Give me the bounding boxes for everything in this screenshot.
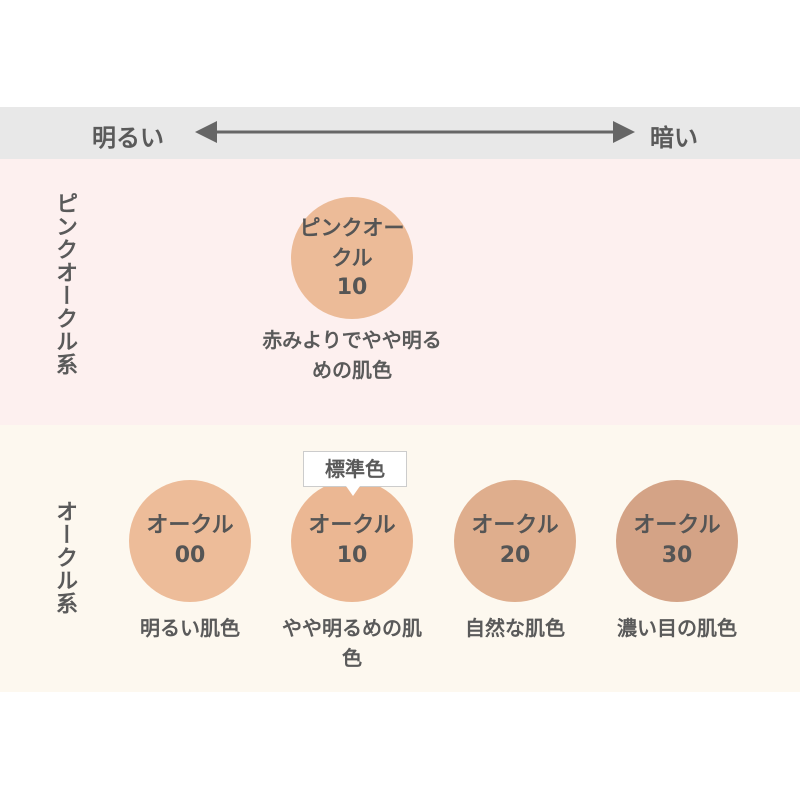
standard-color-badge: 標準色 [303, 451, 407, 496]
swatch-number: 10 [336, 543, 368, 568]
swatch-desc: 赤みよりでやや明るめの肌色 [262, 328, 442, 382]
dark-label: 暗い [650, 124, 698, 152]
swatch-desc: 自然な肌色 [465, 616, 565, 640]
swatch-number: 10 [336, 275, 368, 300]
swatch-desc: やや明るめの肌色 [282, 616, 422, 670]
swatch-number: 00 [174, 543, 206, 568]
swatch-pink-ochre-10: ピンクオークル 10 [291, 197, 413, 319]
swatch-number: 20 [499, 543, 531, 568]
double-arrow-icon [195, 121, 635, 143]
swatch-desc: 明るい肌色 [140, 616, 240, 640]
swatch-ochre-00: オークル 00 [129, 480, 251, 602]
swatch-ochre-10: オークル 10 [291, 480, 413, 602]
light-label: 明るい [92, 124, 164, 152]
swatch-name: オークル [471, 513, 559, 538]
swatch-name: オークル [146, 513, 234, 538]
row-label-pink-ochre: ピンクオークル系 [52, 192, 77, 376]
swatch-name: オークル [308, 513, 396, 538]
row-label-ochre: オークル系 [52, 500, 77, 615]
swatch-name: オークル [633, 513, 721, 538]
swatch-desc: 濃い目の肌色 [617, 616, 737, 640]
swatch-ochre-30: オークル 30 [616, 480, 738, 602]
swatch-ochre-20: オークル 20 [454, 480, 576, 602]
swatch-number: 30 [661, 543, 693, 568]
swatch-name: ピンクオークル [299, 216, 405, 270]
